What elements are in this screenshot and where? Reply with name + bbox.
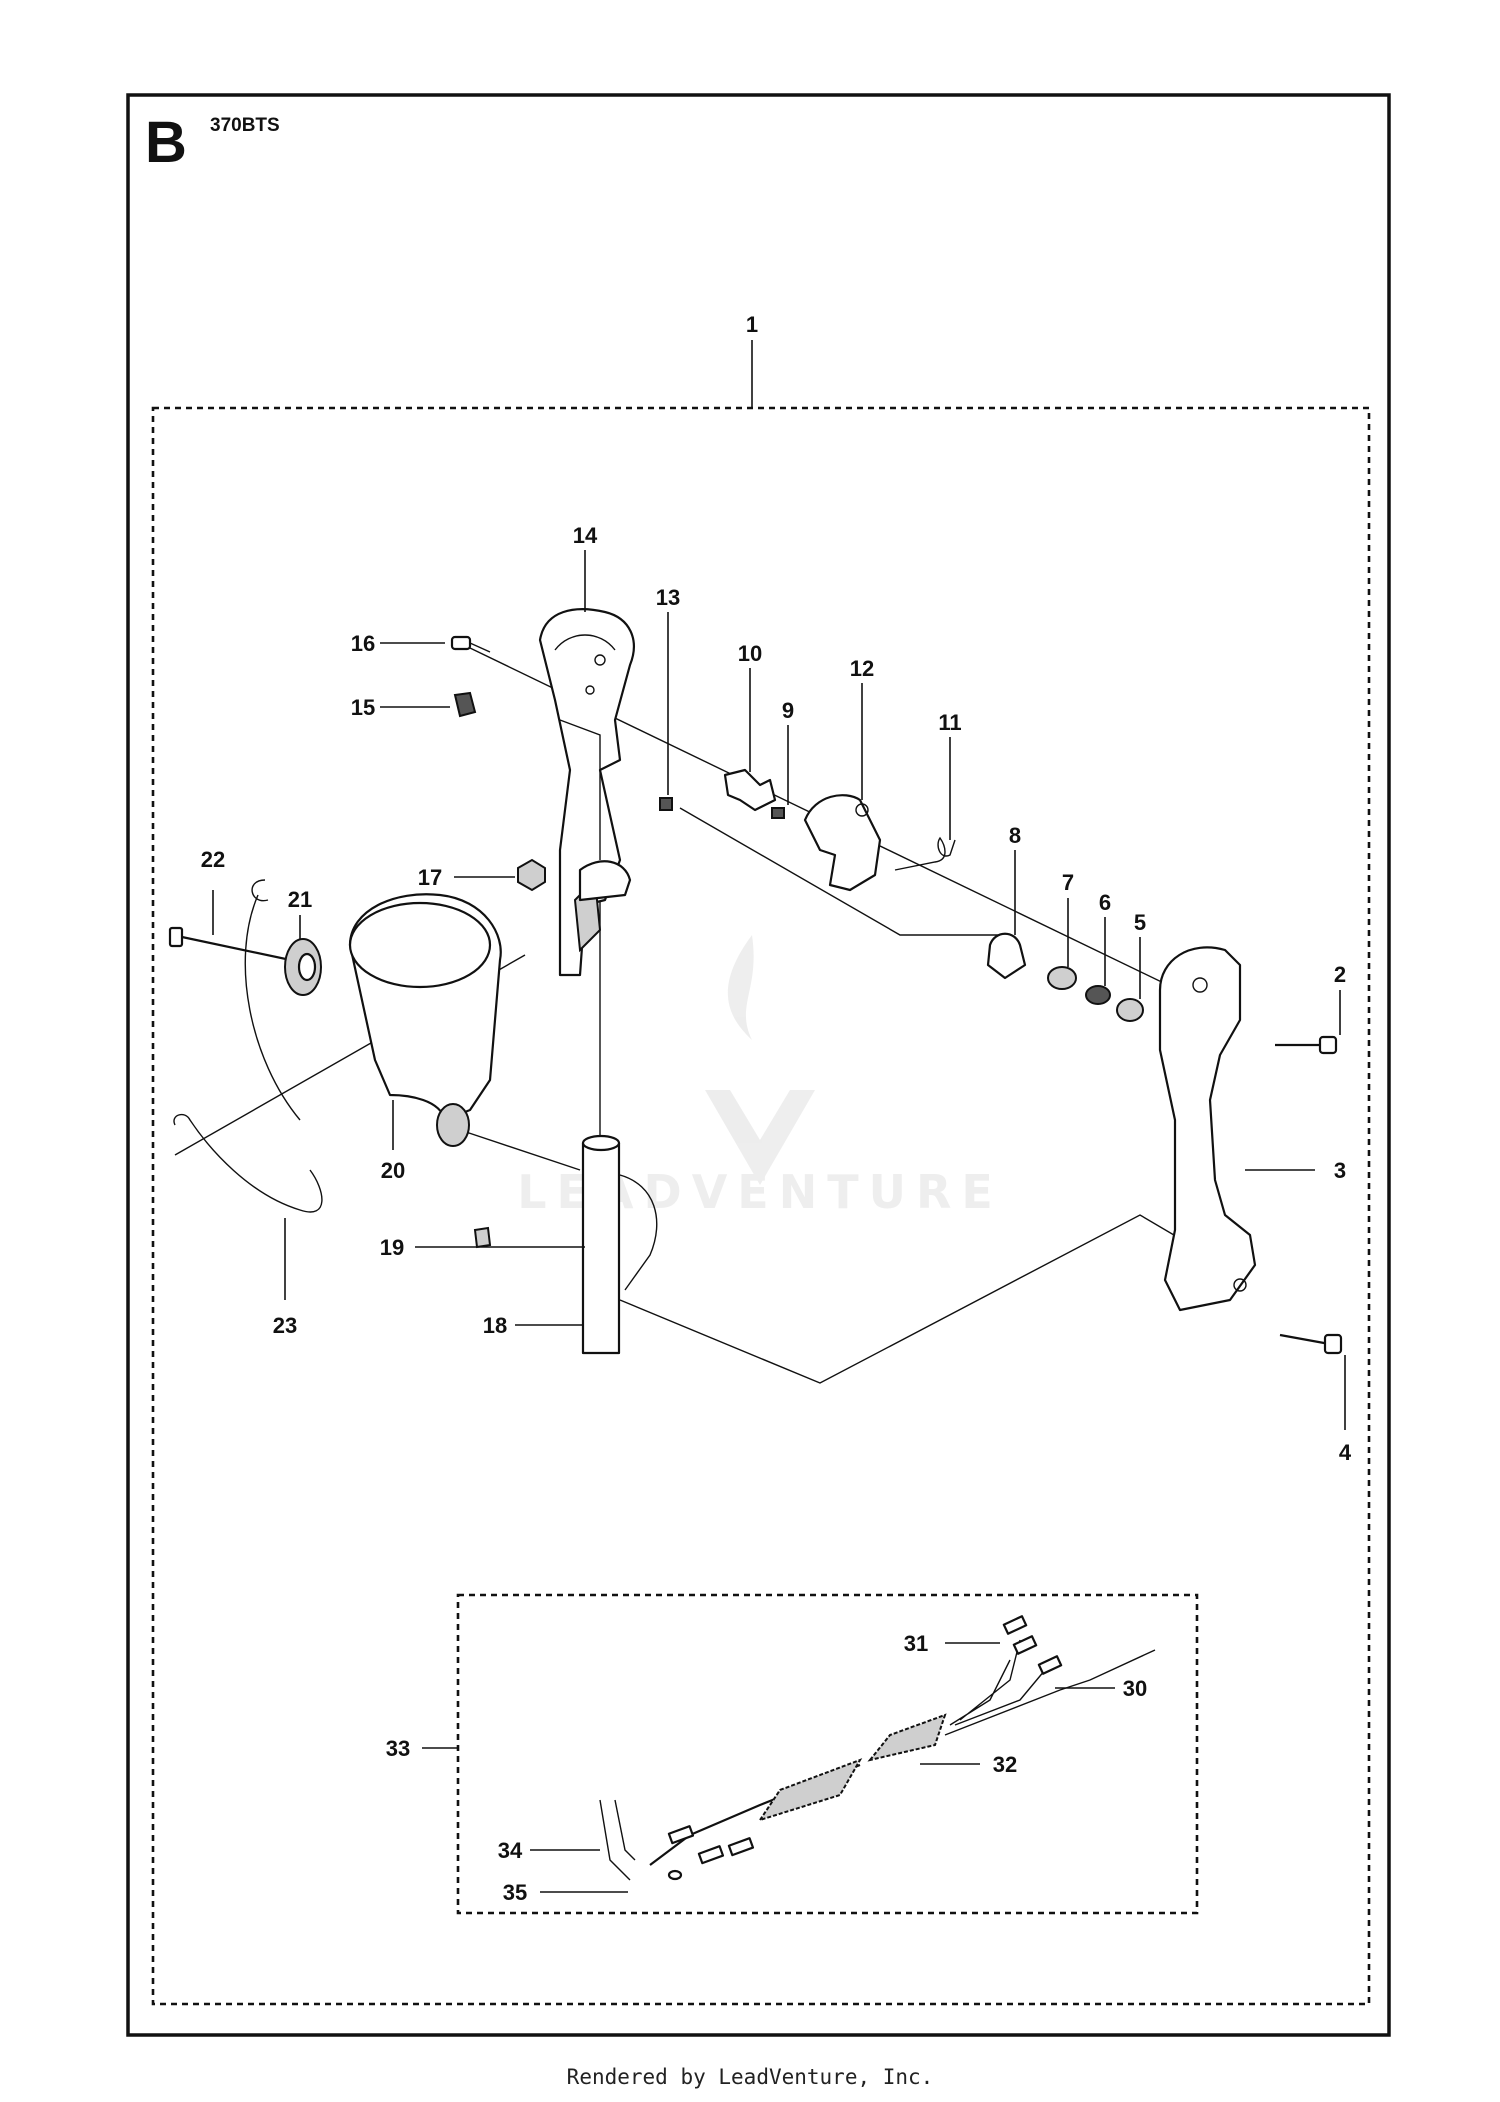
callout-15: 15 (351, 695, 375, 720)
nut-15-part (453, 691, 477, 718)
callout-4: 4 (1339, 1440, 1352, 1465)
throttle-trigger-12-part (803, 794, 882, 892)
callout-31: 31 (904, 1631, 928, 1656)
rear-handle-3-part (1158, 946, 1257, 1312)
callout-33: 33 (386, 1736, 410, 1761)
bracket-8-part (986, 932, 1027, 980)
callout-5: 5 (1134, 910, 1146, 935)
callout-20: 20 (381, 1158, 405, 1183)
model-label: 370BTS (210, 115, 280, 136)
callout-12: 12 (850, 656, 874, 681)
knob-21-part (284, 938, 322, 996)
washer-5-part (1116, 998, 1144, 1022)
callout-34: 34 (498, 1838, 523, 1863)
footer-credit: Rendered by LeadVenture, Inc. (566, 2065, 934, 2089)
callout-19: 19 (380, 1235, 404, 1260)
callout-2: 2 (1334, 962, 1346, 987)
axis-line-mid (679, 807, 1000, 936)
flame-v-logo-icon (705, 935, 815, 1185)
tube-18-part (581, 1134, 658, 1355)
clamp-20-part (348, 893, 502, 1147)
section-letter: B (145, 110, 187, 175)
washer-6-part (1085, 985, 1111, 1005)
assembly-1-box (151, 406, 1371, 2006)
callout-6: 6 (1099, 890, 1111, 915)
callout-22: 22 (201, 847, 225, 872)
callout-9: 9 (782, 698, 794, 723)
callout-21: 21 (288, 887, 312, 912)
screw-16-part (450, 635, 491, 653)
callout-11: 11 (938, 710, 961, 735)
callout-23: 23 (273, 1313, 297, 1338)
screw-4-part (1279, 1333, 1343, 1355)
callout-14: 14 (573, 523, 598, 548)
callout-30: 30 (1123, 1676, 1147, 1701)
callout-3: 3 (1334, 1158, 1346, 1183)
callout-18: 18 (483, 1313, 507, 1338)
axis-line-bottom (619, 1214, 1231, 1384)
outer-frame (126, 93, 1391, 2037)
callout-17: 17 (418, 865, 442, 890)
wire-loop-23-part (173, 879, 323, 1213)
callout-7: 7 (1062, 870, 1074, 895)
nut-17-part (517, 858, 546, 892)
callout-13: 13 (656, 585, 680, 610)
spring-13-part (659, 797, 673, 811)
pin-9-part (771, 807, 785, 819)
wiring-box (456, 1593, 1199, 1915)
bolt-22-part (168, 926, 301, 964)
screw-2-part (1275, 1035, 1338, 1055)
axis-line-knob (459, 1129, 581, 1171)
lever-10-part (723, 768, 777, 812)
callout-32: 32 (993, 1752, 1017, 1777)
handle-housing-part (538, 608, 635, 977)
wiring-harness-part (599, 1615, 1156, 1881)
nut-19-part (473, 1226, 492, 1249)
callout-35: 35 (503, 1880, 527, 1905)
callout-16: 16 (351, 631, 375, 656)
bushing-7-part (1047, 966, 1077, 990)
spring-11-part (894, 836, 956, 871)
callout-10: 10 (738, 641, 762, 666)
callout-8: 8 (1009, 823, 1021, 848)
callout-1: 1 (746, 312, 758, 337)
